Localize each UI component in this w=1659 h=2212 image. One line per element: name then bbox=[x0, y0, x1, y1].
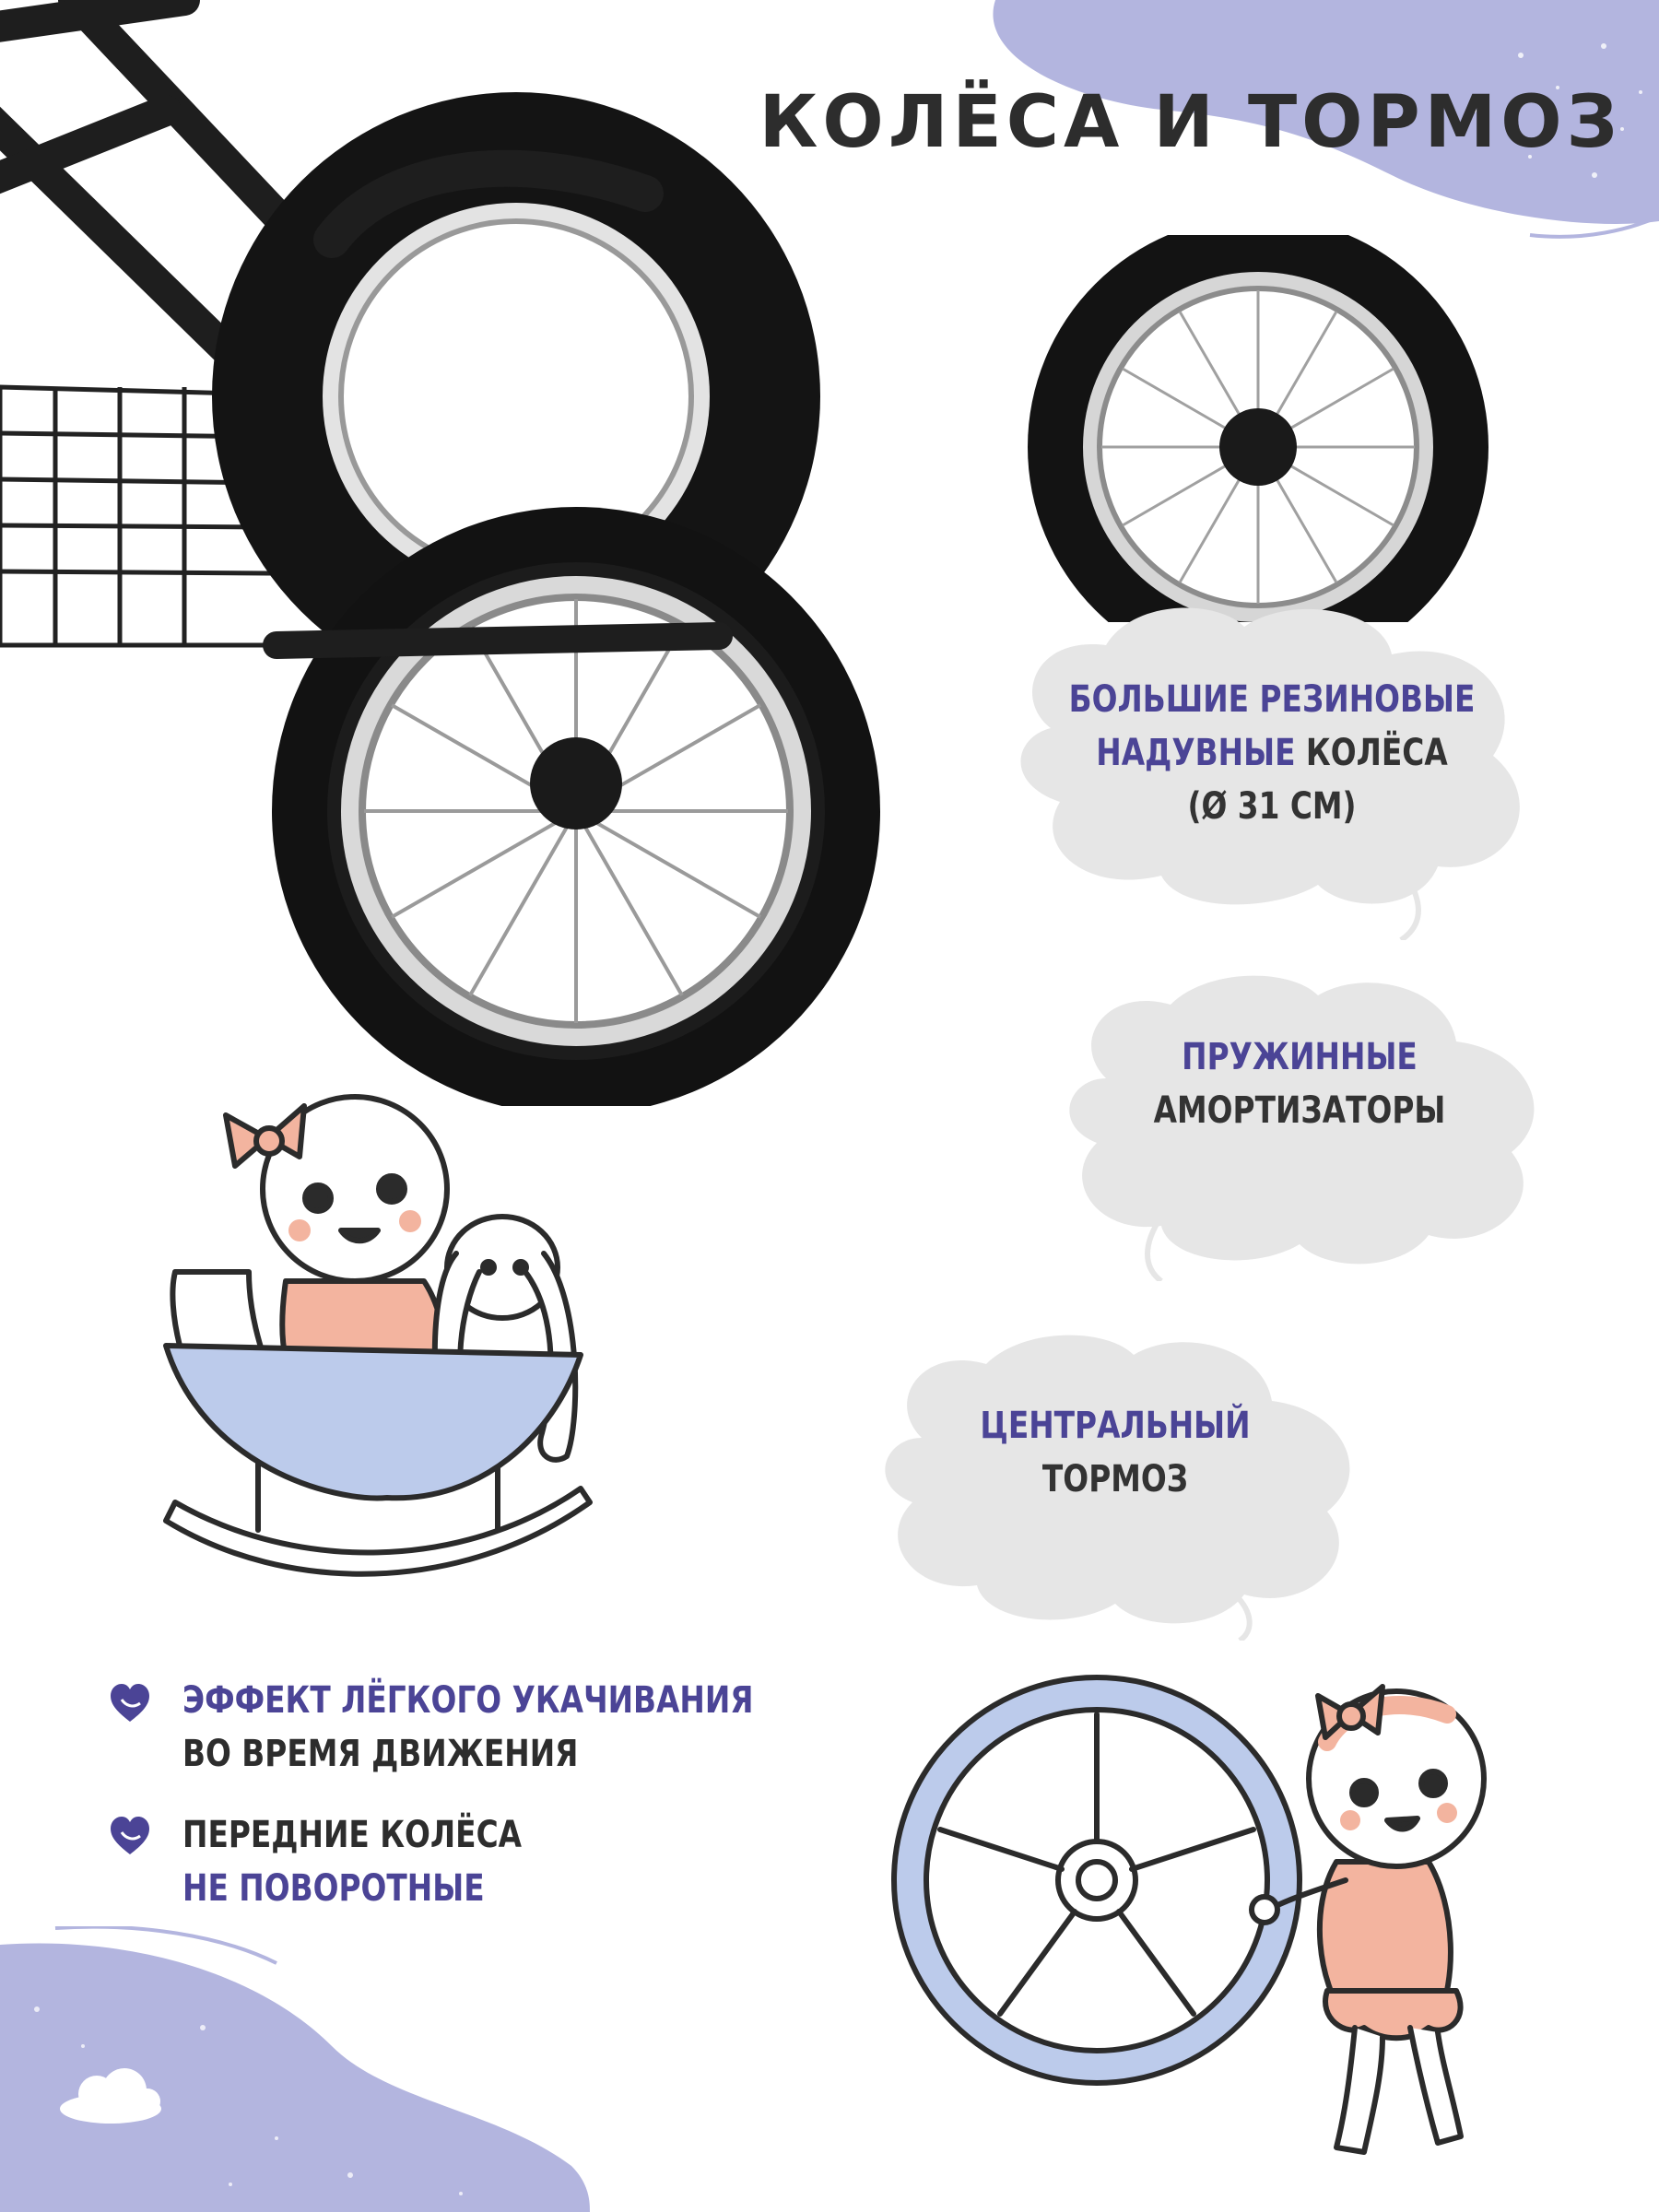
feature-brake-line2: ТОРМОЗ bbox=[1041, 1458, 1189, 1500]
bottom-left-blob bbox=[0, 1926, 590, 2212]
wheel-closeup-photo bbox=[1028, 235, 1488, 622]
top-right-blob bbox=[993, 0, 1659, 239]
heart-icon bbox=[111, 1817, 149, 1854]
stroller-wheels-photo bbox=[0, 0, 880, 1106]
baby-wheel-illustration bbox=[891, 1675, 1487, 2155]
feature-brake-text: ЦЕНТРАЛЬНЫЙ ТОРМОЗ bbox=[912, 1399, 1320, 1506]
bullet-rocking-line1: ЭФФЕКТ ЛЁГКОГО УКАЧИВАНИЯ bbox=[182, 1679, 754, 1722]
feature-shocks-line1: ПРУЖИННЫЕ bbox=[1182, 1036, 1418, 1078]
feature-wheels-line2-plain: КОЛЁСА bbox=[1295, 732, 1448, 774]
baby-cradle-illustration bbox=[163, 1094, 593, 1577]
feature-wheels-line2-highlight: НАДУВНЫЕ bbox=[1096, 732, 1296, 774]
bullet-front-wheels-line2: НЕ ПОВОРОТНЫЕ bbox=[182, 1867, 485, 1910]
feature-wheels-text: БОЛЬШИЕ РЕЗИНОВЫЕ НАДУВНЫЕ КОЛЁСА (Ø 31 … bbox=[1045, 673, 1499, 833]
bullet-rocking-line2: ВО ВРЕМЯ ДВИЖЕНИЯ bbox=[182, 1733, 579, 1775]
feature-wheels-line1: БОЛЬШИЕ РЕЗИНОВЫЕ bbox=[1068, 678, 1476, 721]
feature-brake-line1: ЦЕНТРАЛЬНЫЙ bbox=[980, 1405, 1251, 1447]
speech-bubble-brake bbox=[885, 1335, 1350, 1641]
cloud-icon bbox=[60, 2068, 161, 2124]
feature-shocks-text: ПРУЖИННЫЕ АМОРТИЗАТОРЫ bbox=[1096, 1030, 1504, 1137]
bullet-front-wheels: ПЕРЕДНИЕ КОЛЁСА НЕ ПОВОРОТНЫЕ bbox=[182, 1808, 522, 1915]
speech-bubble-shocks bbox=[1069, 975, 1535, 1281]
heart-icon bbox=[111, 1684, 149, 1722]
page-title: КОЛЁСА И ТОРМОЗ bbox=[759, 81, 1622, 164]
speech-bubble-wheels bbox=[1020, 607, 1520, 940]
bullet-front-wheels-line1: ПЕРЕДНИЕ КОЛЁСА bbox=[182, 1814, 523, 1856]
feature-shocks-line2: АМОРТИЗАТОРЫ bbox=[1153, 1089, 1446, 1132]
bullet-rocking-effect: ЭФФЕКТ ЛЁГКОГО УКАЧИВАНИЯ ВО ВРЕМЯ ДВИЖЕ… bbox=[182, 1674, 754, 1781]
feature-wheels-line3: (Ø 31 СМ) bbox=[1187, 785, 1357, 828]
